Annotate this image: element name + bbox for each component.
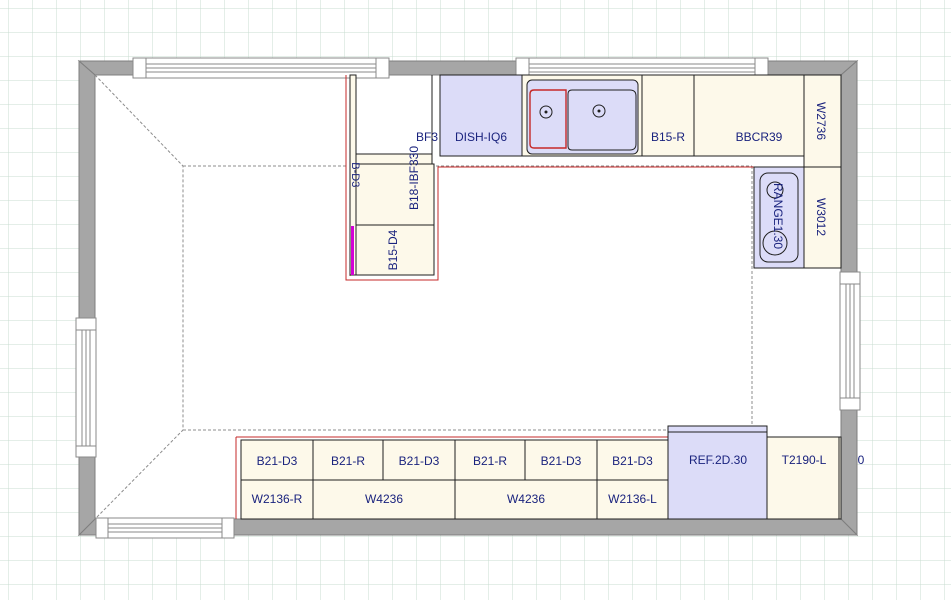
label-base-cabinet: B21-D3 bbox=[399, 454, 440, 468]
label-range: RANGE1.30 bbox=[771, 183, 785, 249]
wall-cabinet[interactable] bbox=[454, 479, 598, 520]
sink-bowl-left bbox=[529, 89, 567, 149]
sink-bowl-right bbox=[567, 89, 637, 151]
label-base-cabinet: B21-D3 bbox=[257, 454, 298, 468]
cabinet-b15-d4[interactable] bbox=[355, 224, 435, 276]
peninsula-cabinets[interactable] bbox=[349, 74, 435, 276]
label-edge: 0 bbox=[858, 453, 865, 467]
label-base-cabinet: B21-R bbox=[473, 454, 507, 468]
left-window[interactable] bbox=[75, 317, 97, 458]
cabinet-b15r[interactable] bbox=[641, 74, 695, 157]
top-window-left[interactable] bbox=[132, 57, 390, 79]
tall-cabinet-t2190[interactable] bbox=[766, 436, 840, 520]
refrigerator[interactable] bbox=[667, 425, 768, 520]
label-bf3: BF3 bbox=[416, 130, 438, 144]
label-base-cabinet: B21-D3 bbox=[541, 454, 582, 468]
burner-icon bbox=[762, 230, 788, 256]
label-bd34: B-D3 bbox=[349, 162, 361, 191]
cabinet-b18[interactable] bbox=[355, 163, 435, 226]
drain-icon bbox=[539, 105, 553, 119]
top-cabinet-run[interactable] bbox=[439, 74, 842, 168]
drain-icon bbox=[592, 104, 606, 118]
label-w3012: W3012 bbox=[814, 198, 828, 236]
top-window-right[interactable] bbox=[515, 57, 769, 79]
label-b15r: B15-R bbox=[651, 130, 685, 144]
bottom-window[interactable] bbox=[95, 517, 235, 539]
label-bbcr39: BBCR39 bbox=[736, 130, 783, 144]
base-cabinet[interactable] bbox=[312, 439, 384, 481]
wall-cabinet[interactable] bbox=[240, 479, 314, 520]
label-wall-cabinet: W2136-L bbox=[608, 492, 657, 506]
wall-cabinet-w2736[interactable] bbox=[803, 74, 842, 168]
label-base-cabinet: B21-R bbox=[331, 454, 365, 468]
label-wall-cabinet: W2136-R bbox=[252, 492, 303, 506]
labels: DISH-IQ6 B15-R BBCR39 W2736 W3012 RANGE1… bbox=[252, 102, 865, 506]
edge-cabinet[interactable] bbox=[838, 436, 842, 520]
wall-cabinet[interactable] bbox=[312, 479, 456, 520]
label-dish: DISH-IQ6 bbox=[455, 130, 507, 144]
right-cabinet-run[interactable] bbox=[753, 166, 842, 269]
dishwasher[interactable] bbox=[439, 74, 523, 157]
drain-icon bbox=[597, 109, 601, 113]
right-window[interactable] bbox=[839, 271, 861, 411]
burner-icon bbox=[766, 181, 784, 199]
label-w2736: W2736 bbox=[814, 102, 828, 140]
range-knob-box bbox=[759, 172, 799, 263]
label-base-cabinet: B21-D3 bbox=[612, 454, 653, 468]
bottom-cabinet-run[interactable] bbox=[240, 425, 842, 520]
label-wall-cabinet: W4236 bbox=[507, 492, 545, 506]
ceiling-outline bbox=[94, 74, 753, 520]
label-t2190: T2190-L bbox=[782, 453, 827, 467]
drain-icon bbox=[544, 110, 548, 114]
label-wall-cabinet: W4236 bbox=[365, 492, 403, 506]
label-b18: B18-IBF330 bbox=[407, 146, 421, 210]
wall-cabinet[interactable] bbox=[596, 479, 669, 520]
base-cabinet[interactable] bbox=[454, 439, 526, 481]
wall-cabinet-w3012[interactable] bbox=[803, 166, 842, 269]
label-b15d4: B15-D4 bbox=[386, 229, 400, 270]
label-ref: REF.2D.30 bbox=[689, 453, 747, 467]
range[interactable] bbox=[753, 166, 805, 269]
magenta-marker bbox=[351, 226, 354, 275]
